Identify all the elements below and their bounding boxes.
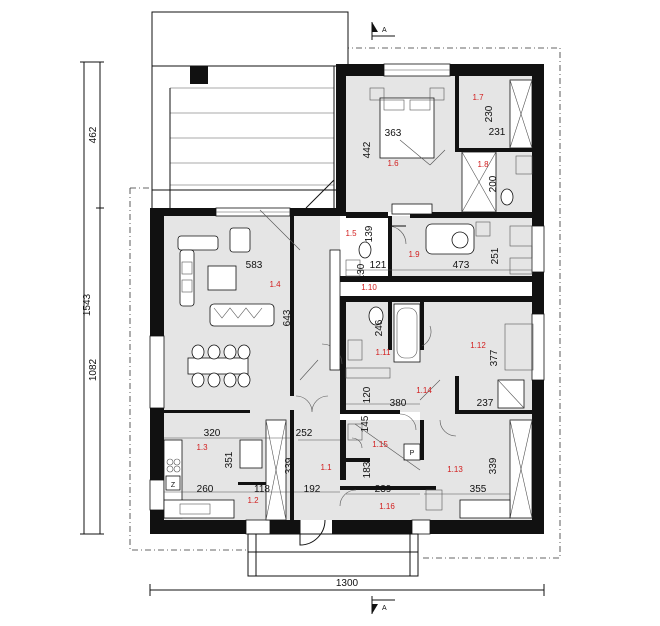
windows <box>149 63 545 535</box>
dim-351: 351 <box>224 451 235 468</box>
dim-200: 200 <box>488 175 499 192</box>
dim-643: 643 <box>282 309 293 326</box>
room-label-1-8: 1.8 <box>477 160 489 169</box>
room-label-1-2: 1.2 <box>247 496 259 505</box>
room-label-1-3: 1.3 <box>196 443 208 452</box>
section-marker-top: A <box>371 22 395 40</box>
dim-339-right: 339 <box>488 457 499 474</box>
room-label-1-14: 1.14 <box>416 386 432 395</box>
section-label-top: A <box>382 27 387 34</box>
room-label-1-15: 1.15 <box>372 440 388 449</box>
dim-239: 239 <box>375 484 392 495</box>
entrance-steps <box>247 533 419 577</box>
doors <box>295 225 457 546</box>
dim-130: 130 <box>356 263 367 280</box>
dim-252: 252 <box>296 428 313 439</box>
room-label-1-16: 1.16 <box>379 502 395 511</box>
section-label-bottom: A <box>382 605 387 612</box>
dim-583: 583 <box>246 260 263 271</box>
room-label-1-11: 1.11 <box>376 348 392 357</box>
dim-473: 473 <box>453 260 470 271</box>
dim-260: 260 <box>197 484 214 495</box>
room-label-1-9: 1.9 <box>408 250 420 259</box>
section-marker-bottom: A <box>371 596 395 614</box>
interior-walls <box>160 76 536 520</box>
dim-left-lower: 1082 <box>88 358 99 381</box>
room-label-1-6: 1.6 <box>387 159 399 168</box>
dim-145: 145 <box>360 415 371 432</box>
diagonals <box>259 139 446 471</box>
dim-121: 121 <box>370 260 387 271</box>
dim-237: 237 <box>477 398 494 409</box>
dim-overall-height: 1543 <box>82 293 93 316</box>
room-fills <box>160 76 536 520</box>
room-label-1-12: 1.12 <box>470 341 486 350</box>
dim-320: 320 <box>204 428 221 439</box>
dimension-lines <box>80 61 545 596</box>
dim-183: 183 <box>362 461 373 478</box>
parking-marker: P <box>410 450 415 457</box>
room-label-1-10: 1.10 <box>361 283 377 292</box>
dim-192: 192 <box>304 484 321 495</box>
room-label-1-4: 1.4 <box>269 280 281 289</box>
dim-355: 355 <box>470 484 487 495</box>
dim-118: 118 <box>254 484 270 495</box>
dim-442: 442 <box>362 141 373 158</box>
dim-380: 380 <box>390 398 407 409</box>
dim-139: 139 <box>364 225 375 242</box>
room-label-1-1: 1.1 <box>320 463 332 472</box>
dim-120: 120 <box>362 386 373 403</box>
dim-overall-width: 1300 <box>336 578 359 589</box>
terrace-pergola <box>151 11 349 213</box>
roof-outline <box>129 47 561 559</box>
dim-377: 377 <box>489 349 500 366</box>
room-label-1-7: 1.7 <box>472 93 484 102</box>
dim-251: 251 <box>490 247 501 264</box>
room-label-1-5: 1.5 <box>345 229 357 238</box>
room-label-1-13: 1.13 <box>447 465 463 474</box>
dim-246: 246 <box>374 319 385 336</box>
dim-230: 230 <box>484 105 495 122</box>
dim-231: 231 <box>489 127 506 138</box>
dim-363: 363 <box>385 128 402 139</box>
dim-339-left: 339 <box>284 457 295 474</box>
dim-left-upper: 462 <box>88 126 99 143</box>
cooker-marker: Z <box>171 482 176 489</box>
furniture <box>163 79 534 521</box>
